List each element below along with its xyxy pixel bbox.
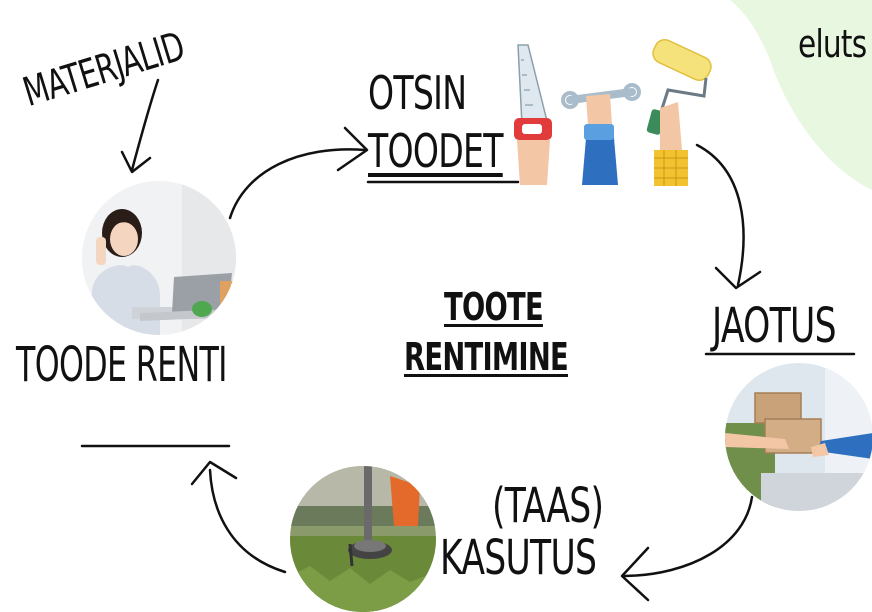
materials-arrow — [130, 78, 160, 172]
rent-label: TOODE RENTI — [16, 337, 228, 393]
center-title-line1: TOOTE — [444, 285, 544, 329]
distribution-label: JAOTUS — [712, 298, 837, 354]
woman-laptop-photo — [82, 181, 236, 335]
center-title-line2: RENTIMINE — [404, 335, 569, 379]
search-to-distribution-arrow — [695, 143, 745, 287]
wrench-hand-icon — [561, 83, 641, 185]
saw-hand-icon — [514, 44, 552, 185]
rent-to-search-arrow — [228, 148, 367, 220]
reuse-label-line1: (TAAS) — [492, 478, 604, 534]
reuse-label-line2: KASUTUS — [440, 530, 597, 586]
paint-roller-hand-icon — [646, 38, 712, 186]
search-label-line2: TOODET — [368, 124, 503, 178]
distribution-to-reuse-arrow — [623, 495, 754, 578]
reuse-to-rent-arrow — [208, 468, 287, 574]
corner-text: eluts — [798, 22, 867, 66]
grass-trimmer-photo — [290, 466, 436, 612]
search-label-line1: OTSIN — [368, 66, 467, 120]
package-handover-photo — [725, 363, 872, 511]
